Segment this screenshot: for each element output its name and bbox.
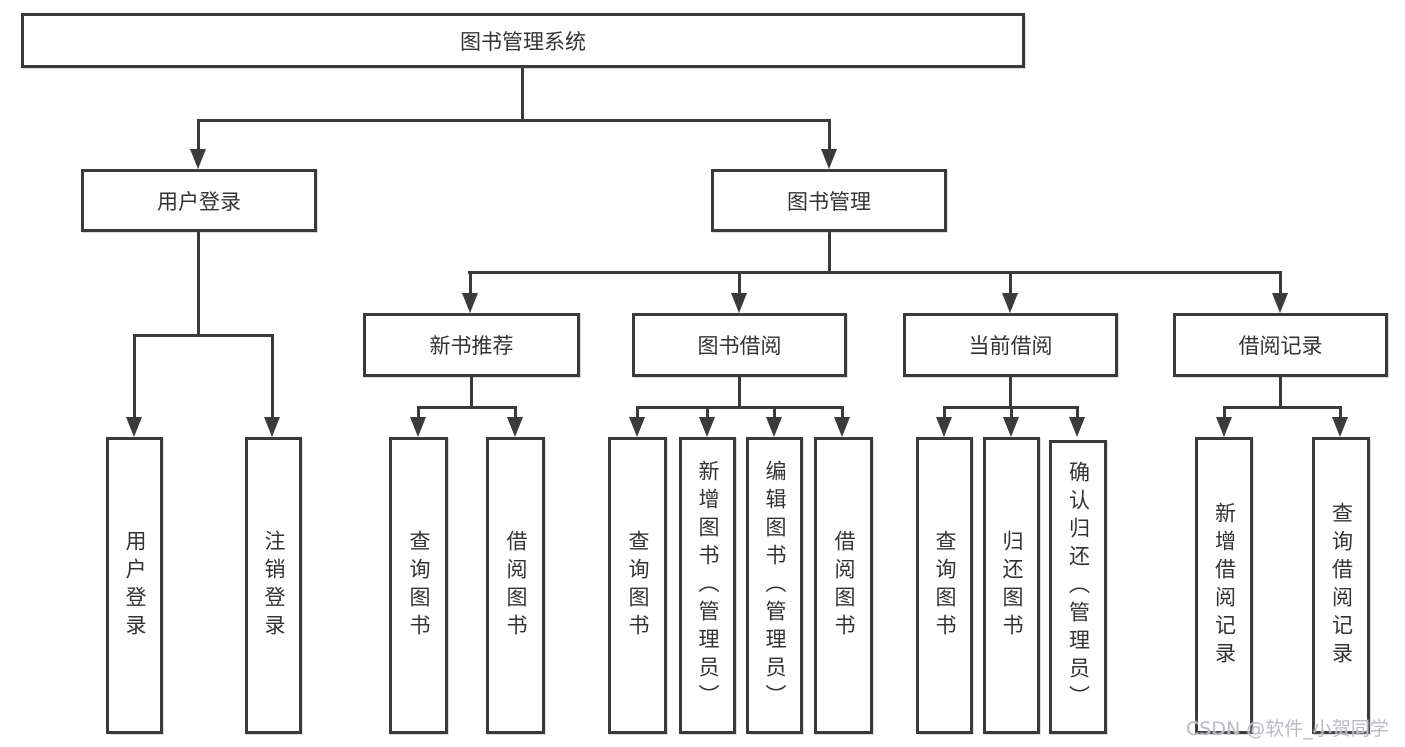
connector-line (1279, 271, 1282, 295)
leaf-query-books-borrowing: 查询图书 (608, 437, 667, 734)
node-label: 图书管理 (787, 189, 871, 214)
arrowhead-icon (1332, 417, 1348, 437)
arrowhead-icon (766, 417, 782, 437)
connector-line (773, 406, 776, 420)
connector-line (1076, 406, 1079, 420)
node-label: 借阅图书 (832, 529, 856, 642)
arrowhead-icon (190, 149, 206, 169)
connector-line (1223, 406, 1342, 409)
node-label: 注销登录 (262, 529, 286, 642)
connector-line (133, 334, 136, 420)
node-label: 借阅记录 (1238, 334, 1323, 358)
leaf-query-borrow-record: 查询借阅记录 (1312, 437, 1370, 734)
node-book-borrowing: 图书借阅 (632, 313, 847, 377)
arrowhead-icon (699, 417, 715, 437)
arrowhead-icon (1272, 293, 1288, 313)
node-root-library-system: 图书管理系统 (21, 13, 1025, 68)
connector-line (636, 406, 844, 409)
connector-line (706, 406, 709, 420)
arrowhead-icon (462, 293, 478, 313)
arrowhead-icon (1003, 417, 1019, 437)
arrowhead-icon (1069, 417, 1085, 437)
connector-line (1339, 406, 1342, 420)
leaf-add-book-admin: 新增图书（管理员） (679, 437, 736, 734)
arrowhead-icon (821, 149, 837, 169)
leaf-user-login: 用户登录 (106, 437, 163, 734)
node-label: 查询图书 (933, 529, 957, 642)
node-borrowing-records: 借阅记录 (1173, 313, 1388, 377)
node-label: 确认归还（管理员） (1066, 461, 1091, 713)
node-label: 查询图书 (407, 529, 431, 642)
arrowhead-icon (731, 293, 747, 313)
arrowhead-icon (834, 417, 850, 437)
node-label: 用户登录 (123, 529, 147, 642)
node-book-management: 图书管理 (711, 169, 947, 232)
leaf-return-books: 归还图书 (983, 437, 1040, 734)
connector-line (1010, 406, 1013, 420)
leaf-query-books-recommend: 查询图书 (389, 437, 448, 734)
node-new-book-recommendation: 新书推荐 (363, 313, 580, 377)
node-label: 查询图书 (626, 529, 650, 642)
node-label: 归还图书 (1000, 529, 1024, 642)
node-label: 当前借阅 (968, 334, 1053, 358)
node-user-login: 用户登录 (81, 169, 317, 232)
arrowhead-icon (410, 417, 426, 437)
node-label: 借阅图书 (504, 529, 528, 642)
leaf-borrow-books: 借阅图书 (814, 437, 873, 734)
node-label: 用户登录 (157, 189, 241, 214)
connector-line (1009, 377, 1012, 409)
node-label: 编辑图书（管理员） (763, 459, 787, 712)
connector-line (738, 377, 741, 409)
csdn-watermark: CSDN @软件_小贺同学 (1186, 718, 1389, 740)
arrowhead-icon (1216, 417, 1232, 437)
node-label: 新增图书（管理员） (696, 459, 720, 712)
connector-line (417, 406, 517, 409)
connector-line (521, 68, 524, 121)
connector-line (417, 406, 420, 420)
leaf-borrow-books-recommend: 借阅图书 (486, 437, 545, 734)
node-label: 新书推荐 (429, 334, 514, 358)
connector-line (469, 271, 472, 295)
connector-line (468, 271, 1282, 274)
node-current-borrowing: 当前借阅 (903, 313, 1118, 377)
connector-line (828, 119, 831, 152)
arrowhead-icon (264, 417, 280, 437)
connector-line (470, 377, 473, 409)
node-label: 图书管理系统 (460, 29, 586, 54)
arrowhead-icon (507, 417, 523, 437)
connector-line (271, 334, 274, 420)
connector-line (197, 119, 200, 152)
leaf-confirm-return-admin: 确认归还（管理员） (1049, 440, 1107, 734)
connector-line (1009, 271, 1012, 295)
node-label: 新增借阅记录 (1212, 501, 1237, 670)
connector-line (197, 119, 831, 122)
node-label: 图书借阅 (697, 334, 782, 358)
arrowhead-icon (126, 417, 142, 437)
connector-line (133, 334, 274, 337)
connector-line (1223, 406, 1226, 420)
connector-line (1279, 377, 1282, 409)
connector-line (828, 232, 831, 274)
connector-line (514, 406, 517, 420)
connector-line (636, 406, 639, 420)
connector-line (841, 406, 844, 420)
connector-line (943, 406, 946, 420)
arrowhead-icon (629, 417, 645, 437)
node-label: 查询借阅记录 (1329, 501, 1354, 670)
arrowhead-icon (1002, 293, 1018, 313)
connector-line (738, 271, 741, 295)
arrowhead-icon (936, 417, 952, 437)
leaf-logout: 注销登录 (245, 437, 302, 734)
leaf-edit-book-admin: 编辑图书（管理员） (746, 437, 803, 734)
connector-line (197, 232, 200, 337)
leaf-query-books-current: 查询图书 (916, 437, 973, 734)
leaf-add-borrow-record: 新增借阅记录 (1195, 437, 1253, 734)
